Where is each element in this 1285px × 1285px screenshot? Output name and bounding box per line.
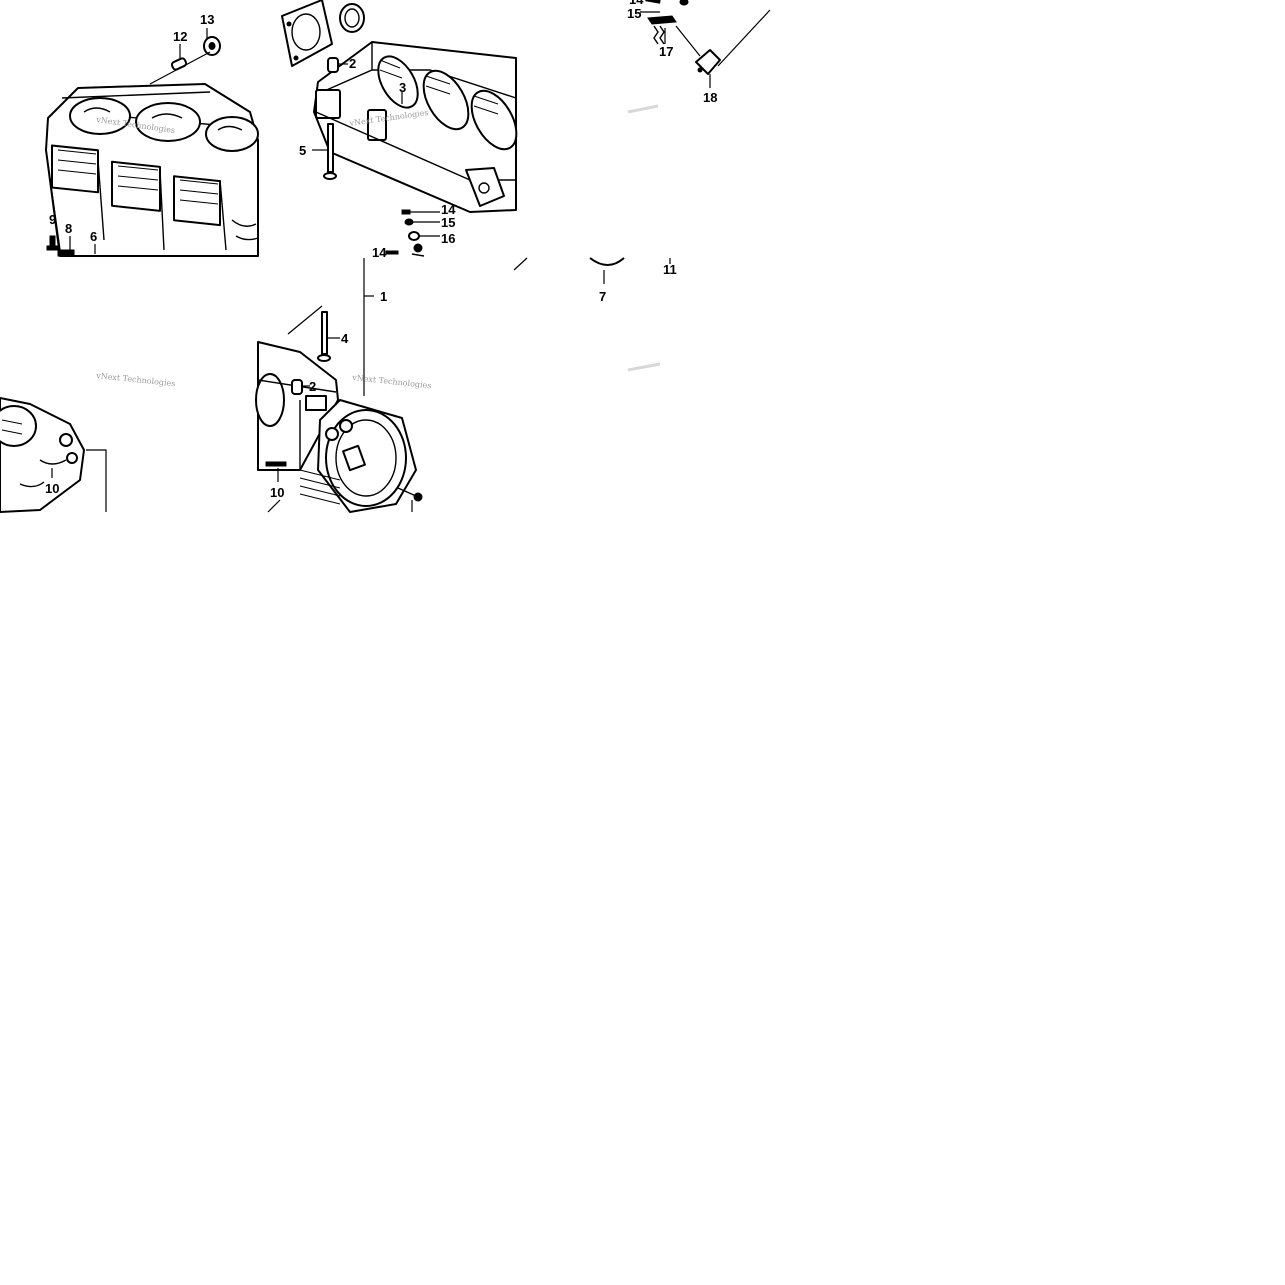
crankcase-upper-half-part [45,83,259,257]
cover-plate-tile: 14 15 17 18 [627,0,771,105]
part-label-9: 9 [49,212,56,227]
watermark-text: vNext Technologies [95,371,176,388]
crankcase-upper-tile: vNext Technologies 12 13 9 8 6 [45,12,259,257]
nut-16-upper [408,231,420,241]
housing-screw-part [397,487,423,512]
part-label-10: 10 [45,481,59,496]
screw-14-right [645,0,689,6]
part-label-4: 4 [341,331,349,346]
part-label-16: 16 [441,231,455,246]
part-label-11: 11 [663,262,677,277]
bolt-10-lower [265,461,287,467]
part-label-8: 8 [65,221,72,236]
bolt-14-lower [385,243,425,257]
washer-8 [57,249,75,257]
part-label-2: 2 [309,379,316,394]
dowel-pin-2-upper [327,57,339,73]
part-label-1: 1 [380,289,387,304]
part-label-10: 10 [270,485,284,500]
crankcase-lower-left-part [255,341,339,471]
crankcase-housing-tile: vNext Technologies 1 4 2 10 [255,258,432,513]
part-label-5: 5 [299,143,306,158]
oil-seal-13 [203,36,221,56]
part-label-12: 12 [173,29,187,44]
seal-ring-part [339,3,365,33]
part-label-3: 3 [399,80,406,95]
part-label-14: 14 [372,245,387,260]
part-label-15: 15 [441,215,455,230]
part-7-fragment: 7 11 [513,257,677,304]
crankcase-lower-half-part [313,41,518,213]
washer-15-right [647,15,677,25]
crankcase-end-tile: vNext Technologies 10 [0,371,176,513]
faint-watermark-marks [627,104,661,372]
crankcase-main-tile: vNext Technologies 2 3 5 14 15 16 14 [281,0,518,260]
stud-bolt-4 [317,311,331,362]
part-label-18: 18 [703,90,717,105]
part-label-14: 14 [629,0,644,7]
magneto-housing-part [299,399,417,513]
cover-plate-18 [695,49,721,75]
part-label-15: 15 [627,6,641,21]
part-label-7: 7 [599,289,606,304]
bolt-9 [46,235,59,251]
part-label-2: 2 [349,56,356,71]
washer-15-upper [404,218,414,226]
dowel-pin-2-lower [291,379,303,395]
part-label-17: 17 [659,44,673,59]
part-label-6: 6 [90,229,97,244]
gasket-plate-part [281,0,333,67]
stud-bolt-5 [323,123,337,180]
part-label-14: 14 [441,202,456,217]
bolt-14-upper [401,209,411,215]
part-label-13: 13 [200,12,214,27]
watermark-text: vNext Technologies [351,373,432,390]
spring-17 [653,25,666,45]
